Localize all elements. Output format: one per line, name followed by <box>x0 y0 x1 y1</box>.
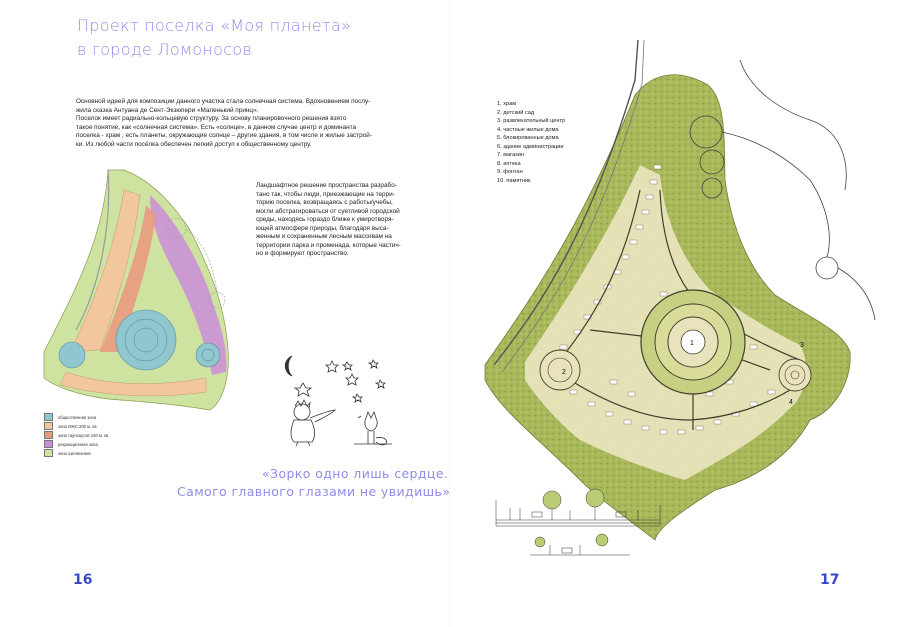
master-plan: 1 2 3 4 <box>484 39 876 556</box>
right-page: 1. храм 2. детский сад 3. развлекательны… <box>450 0 900 627</box>
plan-label-4: 4 <box>789 399 793 406</box>
intro-line: ки. Из любой части посёлка обеспечен лег… <box>76 140 312 148</box>
legend-label: зона озеленения <box>58 450 91 456</box>
legend-list-item: 9. фонтан <box>497 169 523 175</box>
legend-swatch <box>44 449 53 457</box>
legend-swatch <box>44 431 53 439</box>
landscape-line: Ландшафтное решение пространства разрабо… <box>256 182 397 189</box>
legend-list-item: 5. блокированные дома <box>497 135 559 141</box>
zoning-plan-shapes <box>43 169 229 411</box>
landscape-line: торию поселка, возвращаясь с работы/учеб… <box>256 199 393 206</box>
zoning-plan <box>43 169 392 447</box>
legend-item: зона озеленения <box>44 449 91 457</box>
plan-numbers: 1 2 3 4 <box>562 340 804 406</box>
legend-swatch <box>44 422 53 430</box>
landscape-line: тано так, чтобы люди, приезжающие на тер… <box>256 190 395 198</box>
plan-label-2: 2 <box>562 369 566 376</box>
master-plan-shapes: 1 2 3 4 <box>484 39 876 556</box>
plan-legend-list: 1. храм 2. детский сад 3. развлекательны… <box>497 100 565 185</box>
landscape-line: но и формируют пространство. <box>256 250 349 257</box>
legend-label: рекреационная зона <box>58 441 98 447</box>
landscape-line: женным и сохраненным лесным массивам на <box>256 233 392 240</box>
page-title-line-1: Проект поселка «Моя планета» <box>77 16 352 35</box>
legend-label: зона таунхаусов 150 м. кв. <box>58 432 110 438</box>
legend-list-item: 3. развлекательный центр <box>497 118 566 124</box>
left-page: Проект поселка «Моя планета» в городе Ло… <box>43 16 455 588</box>
landscape-line: могли абстрагироваться от суетливой горо… <box>256 207 400 215</box>
quote-line-1: «Зорко одно лишь сердце. <box>262 466 449 481</box>
landscape-line: среды, находясь гораздо ближе к умиротво… <box>256 216 394 223</box>
intro-line: Поселок имеет радиально-кольцевую структ… <box>76 115 347 122</box>
page-number-left: 16 <box>73 572 93 588</box>
legend-label: общественная зона <box>58 414 97 420</box>
legend-swatch <box>44 440 53 448</box>
legend-list-item: 1. храм <box>497 101 517 107</box>
page-gutter <box>449 0 450 627</box>
page-number-right: 17 <box>820 572 840 588</box>
plan-label-1: 1 <box>690 340 694 347</box>
quote-line-2: Самого главного глазами не увидишь». <box>177 484 455 499</box>
intro-line: Основной идеей для композиции данного уч… <box>76 98 371 105</box>
legend-list-item: 2. детский сад <box>497 109 535 116</box>
landscape-paragraph: Ландшафтное решение пространства разрабо… <box>256 182 401 259</box>
legend-list-item: 10. памятник <box>497 177 531 184</box>
legend-list-item: 4. частные жилые дома <box>497 126 559 133</box>
legend-list-item: 6. здание администрации <box>497 143 564 150</box>
legend-item: зона ИЖС 200 м. кв. <box>44 422 98 430</box>
path-circles <box>689 59 876 321</box>
legend-list-item: 7. магазин <box>497 152 524 158</box>
plan-label-3: 3 <box>800 342 804 349</box>
intro-line: такое понятие, как «солнечная система». … <box>76 123 357 131</box>
street-section-drawing <box>495 488 661 556</box>
legend-swatch <box>44 413 53 421</box>
little-prince-illustration <box>284 355 392 447</box>
legend-item: зона таунхаусов 150 м. кв. <box>44 431 109 439</box>
legend-item: рекреационная зона <box>44 440 98 448</box>
legend-label: зона ИЖС 200 м. кв. <box>58 423 98 429</box>
intro-line: поселка - храм , есть планеты, окружающи… <box>76 132 372 139</box>
intro-paragraph: Основной идеей для композиции данного уч… <box>76 98 372 149</box>
legend-list-item: 8. аптека <box>497 160 521 167</box>
page-title-line-2: в городе Ломоносов <box>77 40 253 59</box>
intro-line: жила сказка Антуана де Сент-Экзюпери «Ма… <box>76 106 259 114</box>
landscape-line: территории парка и променада, которые ча… <box>256 241 401 249</box>
landscape-line: ющей атмосфере природы, благодаря выса- <box>256 224 389 232</box>
legend-item: общественная зона <box>44 413 96 421</box>
